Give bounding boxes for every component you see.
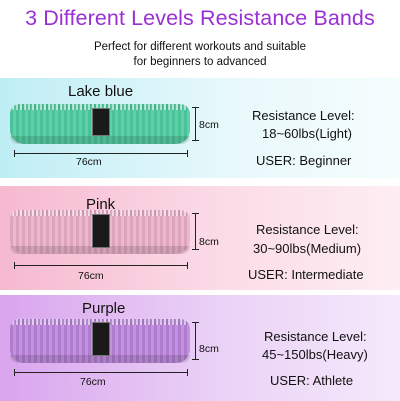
resistance-value: 30~90lbs(Medium): [253, 241, 362, 256]
resistance-level-label: Resistance Level:: [264, 329, 367, 344]
length-label: 76cm: [76, 156, 102, 168]
height-label: 8cm: [199, 343, 219, 355]
band-name-purple: Purple: [82, 300, 126, 317]
height-label: 8cm: [199, 236, 219, 248]
length-dimension-line: [14, 262, 188, 269]
length-label: 76cm: [80, 376, 106, 388]
band-name-lake-blue: Lake blue: [68, 83, 134, 100]
height-label: 8cm: [199, 119, 219, 131]
band-label-tag: [92, 214, 110, 248]
height-dimension-line: [192, 213, 199, 250]
resistance-value: 18~60lbs(Light): [262, 126, 352, 141]
band-label-tag: [92, 108, 110, 136]
height-dimension-line: [192, 322, 199, 360]
length-label: 76cm: [78, 270, 104, 282]
length-dimension-line: [14, 369, 188, 376]
band-label-tag: [92, 322, 110, 356]
resistance-value: 45~150lbs(Heavy): [262, 347, 368, 362]
user-level: USER: Beginner: [256, 153, 352, 168]
length-dimension-line: [14, 150, 188, 157]
band-name-pink: Pink: [86, 196, 116, 213]
main-title: 3 Different Levels Resistance Bands: [25, 6, 375, 30]
resistance-level-label: Resistance Level:: [252, 108, 355, 123]
user-level: USER: Intermediate: [248, 267, 364, 282]
height-dimension-line: [192, 107, 199, 141]
subtitle-line-2: for beginners to advanced: [133, 56, 267, 68]
resistance-level-label: Resistance Level:: [256, 222, 359, 237]
user-level: USER: Athlete: [270, 373, 354, 388]
subtitle-line-1: Perfect for different workouts and suita…: [93, 41, 306, 53]
